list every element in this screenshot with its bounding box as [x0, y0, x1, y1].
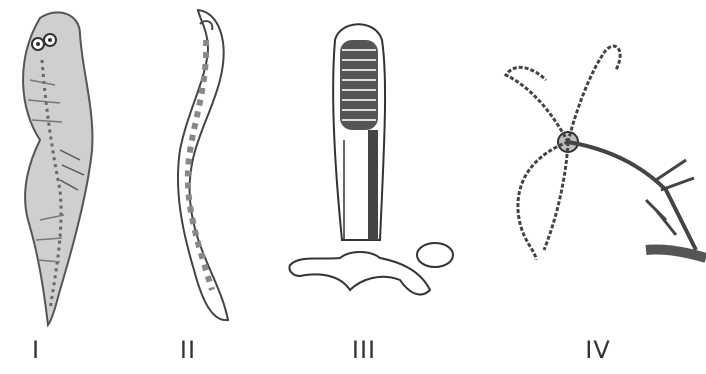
flatworm-icon: [0, 0, 140, 330]
panel-label: II: [158, 336, 218, 364]
panel-4: IV: [496, 0, 706, 374]
panel-label: IV: [568, 336, 628, 364]
scyphopolyp-icon: [280, 0, 460, 330]
brittle-star-icon: [496, 0, 706, 330]
panel-3: III: [280, 0, 460, 374]
roundworm-icon: [150, 0, 260, 330]
panel-label: I: [6, 336, 66, 364]
panel-2: II: [150, 0, 260, 374]
panel-1: I: [0, 0, 140, 374]
panel-label: III: [334, 336, 394, 364]
